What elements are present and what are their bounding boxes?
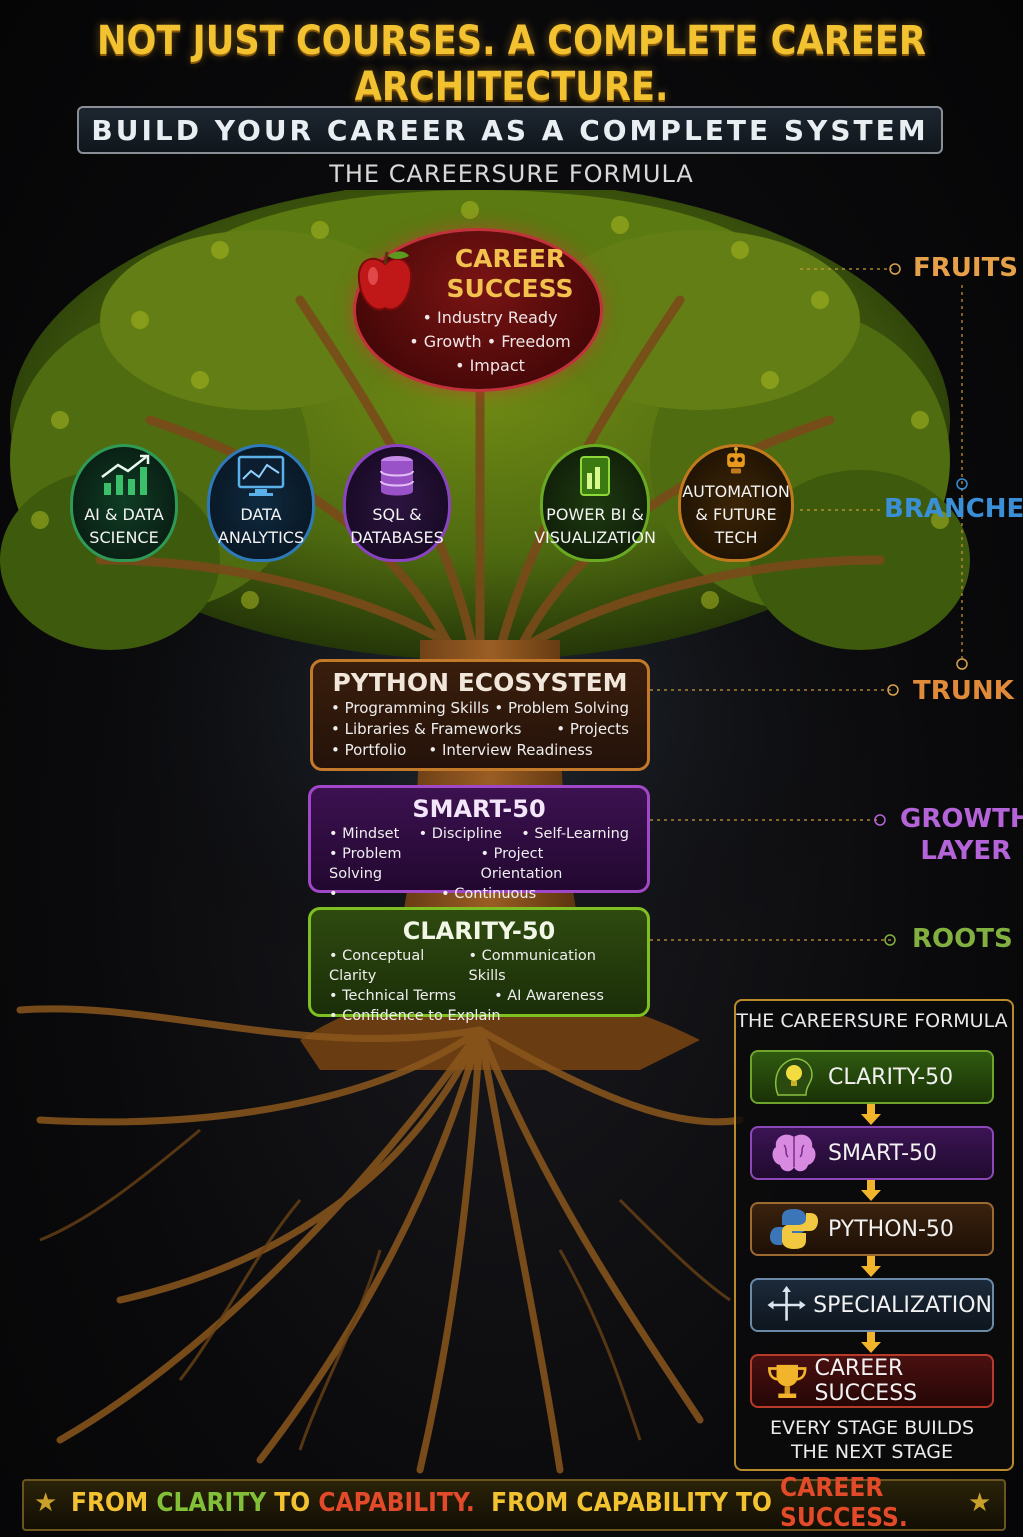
list-item: • Mindset	[329, 826, 400, 842]
page-title: NOT JUST COURSES. A COMPLETE CAREER ARCH…	[96, 18, 927, 110]
arrow-down-icon	[861, 1332, 881, 1353]
formula-heading: THE CAREERSURE FORMULA	[329, 160, 694, 188]
branch-data-analytics: DATA ANALYTICS	[207, 444, 315, 562]
list-item: • Industry Ready	[422, 308, 558, 327]
label-growth-line2: LAYER	[920, 836, 1012, 866]
career-success-list: • Industry Ready • Growth • Freedom • Im…	[380, 306, 600, 378]
label-roots: ROOTS	[912, 924, 1013, 954]
step-python-50: PYTHON-50	[750, 1202, 994, 1256]
branch-label-line1: AUTOMATION	[682, 482, 790, 501]
list-item: • AI Awareness	[494, 988, 604, 1004]
list-item: • Conceptual Clarity	[329, 948, 425, 984]
step-smart-50: SMART-50	[750, 1126, 994, 1180]
branch-label-line2: ANALYTICS	[217, 528, 305, 547]
star-icon: ★	[34, 1488, 58, 1518]
list-item: • Libraries & Frameworks	[331, 720, 522, 738]
branch-label-line2: & FUTURE TECH	[695, 505, 777, 547]
formula-card-footer: EVERY STAGE BUILDS THE NEXT STAGE	[736, 1416, 1008, 1464]
star-icon: ★	[968, 1488, 992, 1518]
branch-label-line1: POWER BI &	[546, 505, 644, 524]
branch-label-line2: SCIENCE	[89, 528, 159, 547]
step-clarity-50: CLARITY-50	[750, 1050, 994, 1104]
footer-text-1: FROM	[71, 1488, 157, 1518]
branch-label-line2: DATABASES	[350, 528, 444, 547]
list-item: • Interview Readiness	[428, 741, 593, 759]
database-icon	[380, 456, 414, 496]
apple-icon	[357, 251, 413, 311]
label-trunk: TRUNK	[913, 676, 1014, 706]
footer-text-5: FROM CAPABILITY TO	[474, 1488, 781, 1518]
list-item: • Projects	[556, 720, 629, 738]
smart-50-title: SMART-50	[412, 795, 546, 823]
list-item: • Portfolio	[331, 741, 407, 759]
branch-ai-data-science: AI & DATA SCIENCE	[70, 444, 178, 562]
formula-footer-line1: EVERY STAGE BUILDS	[769, 1417, 975, 1439]
footer-banner	[22, 1479, 1006, 1531]
brain-icon	[772, 1134, 816, 1172]
branch-automation: AUTOMATION & FUTURE TECH	[678, 444, 794, 562]
smart-50-panel: SMART-50 • Mindset • Discipline • Self-Lea…	[308, 785, 650, 922]
list-item: • Problem Solving	[329, 846, 402, 882]
power-bi-icon	[580, 456, 610, 496]
career-success-line2: SUCCESS	[446, 274, 574, 303]
footer-text-capability: CAPABILITY.	[318, 1488, 475, 1518]
step-label: SMART-50	[828, 1140, 938, 1166]
robot-icon	[727, 447, 745, 474]
trophy-icon	[768, 1364, 807, 1398]
step-label: PYTHON-50	[828, 1216, 954, 1242]
footer-text-3: TO	[266, 1488, 319, 1518]
career-success-line1: CAREER	[454, 244, 566, 273]
list-item: • Self-Learning	[521, 826, 629, 842]
list-item: • Programming Skills	[331, 699, 490, 717]
list-item: • Growth • Freedom	[409, 332, 571, 351]
list-item: • Confidence to Explain	[329, 1008, 501, 1024]
branch-power-bi: POWER BI & VISUALIZATION	[534, 444, 656, 562]
label-growth-line1: GROWTH	[900, 804, 1023, 834]
branch-label-line2: VISUALIZATION	[534, 528, 656, 547]
step-career-success: CAREER SUCCESS	[750, 1354, 994, 1408]
list-item: • Communication Skills	[468, 948, 596, 984]
list-item: • Discipline	[418, 826, 502, 842]
step-label: SPECIALIZATION	[813, 1292, 992, 1318]
list-item: • Problem Solving	[494, 699, 629, 717]
python-ecosystem-panel: PYTHON ECOSYSTEM • Programming Skills• P…	[310, 659, 650, 771]
career-success-title: CAREER SUCCESS	[410, 244, 610, 304]
step-label: CLARITY-50	[828, 1064, 954, 1090]
formula-footer-line2: THE NEXT STAGE	[790, 1441, 954, 1463]
footer-text-career-success: CAREER SUCCESS.	[780, 1473, 908, 1533]
label-fruits: FRUITS	[913, 253, 1019, 283]
label-growth-layer: GROWTH LAYER	[900, 803, 1023, 867]
list-item: • Technical Terms	[329, 988, 457, 1004]
connector-lines	[650, 268, 963, 941]
formula-card-heading: THE CAREERSURE FORMULA	[736, 1010, 1008, 1032]
arrow-down-icon	[861, 1256, 881, 1277]
lightbulb-head-icon	[774, 1058, 813, 1096]
step-label: CAREER SUCCESS	[814, 1356, 918, 1406]
label-branches: BRANCHES	[884, 494, 1023, 524]
step-specialization: SPECIALIZATION	[750, 1278, 994, 1332]
subtitle-banner: BUILD YOUR CAREER AS A COMPLETE SYSTEM	[77, 106, 943, 154]
footer-tagline: FROM CLARITY TO CAPABILITY. FROM CAPABIL…	[71, 1473, 953, 1533]
branch-label-line1: AI & DATA	[84, 505, 164, 524]
clarity-50-panel: CLARITY-50 • Conceptual Clarity • Communi…	[308, 907, 650, 1024]
clarity-50-title: CLARITY-50	[402, 917, 556, 945]
monitor-analytics-icon	[237, 455, 285, 496]
split-arrows-icon	[767, 1285, 806, 1321]
chart-growth-icon	[101, 454, 150, 495]
python-ecosystem-title: PYTHON ECOSYSTEM	[332, 668, 628, 697]
branch-sql-databases: SQL & DATABASES	[343, 444, 451, 562]
footer-text-clarity: CLARITY	[156, 1488, 267, 1518]
arrow-down-icon	[861, 1180, 881, 1201]
python-logo-icon	[770, 1209, 818, 1249]
branch-label-line1: SQL &	[372, 505, 422, 524]
roots	[16, 1005, 744, 1474]
list-item: • Project Orientation	[480, 846, 563, 882]
list-item: • Impact	[455, 356, 525, 375]
branch-label-line1: DATA	[240, 505, 282, 524]
arrow-down-icon	[861, 1104, 881, 1125]
